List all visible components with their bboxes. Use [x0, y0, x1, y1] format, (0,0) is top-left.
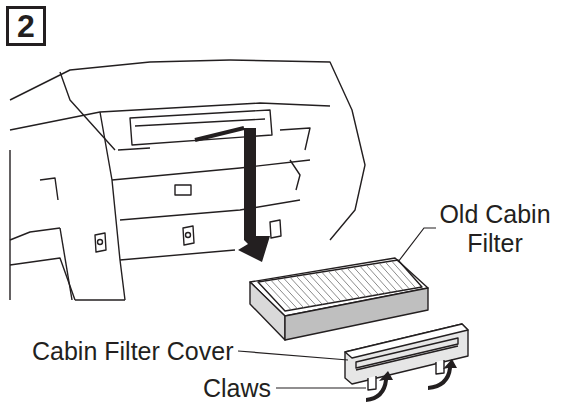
part-label: Old Cabin Filter — [418, 200, 572, 258]
filter-pleat — [271, 280, 298, 309]
filter-pleat — [347, 268, 372, 296]
filter-pleat — [360, 266, 385, 294]
step-number-box: 2 — [6, 6, 46, 46]
filter-pleat — [309, 274, 335, 302]
filter-pleat — [373, 264, 398, 291]
part-label: Claws — [203, 374, 271, 403]
part-label: Cabin Filter Cover — [32, 337, 233, 366]
filter-pleat — [353, 267, 378, 295]
filter-pleat — [264, 281, 291, 310]
filter-pleat — [322, 272, 348, 300]
filter-pleat — [341, 269, 366, 297]
filter-pleat — [334, 270, 359, 298]
filter-pleat — [385, 262, 409, 289]
filter-pleat — [283, 278, 309, 307]
filter-pleat — [277, 279, 304, 308]
filter-pleat — [366, 265, 391, 292]
filter-pleat — [328, 271, 354, 299]
filter-pleat — [379, 263, 403, 290]
filter-pleat — [296, 276, 322, 304]
filter-pleat — [315, 273, 341, 301]
filter-pleat — [392, 261, 416, 288]
step-number: 2 — [17, 10, 35, 42]
filter-pleat — [290, 277, 316, 306]
filter-pleat — [303, 275, 329, 303]
